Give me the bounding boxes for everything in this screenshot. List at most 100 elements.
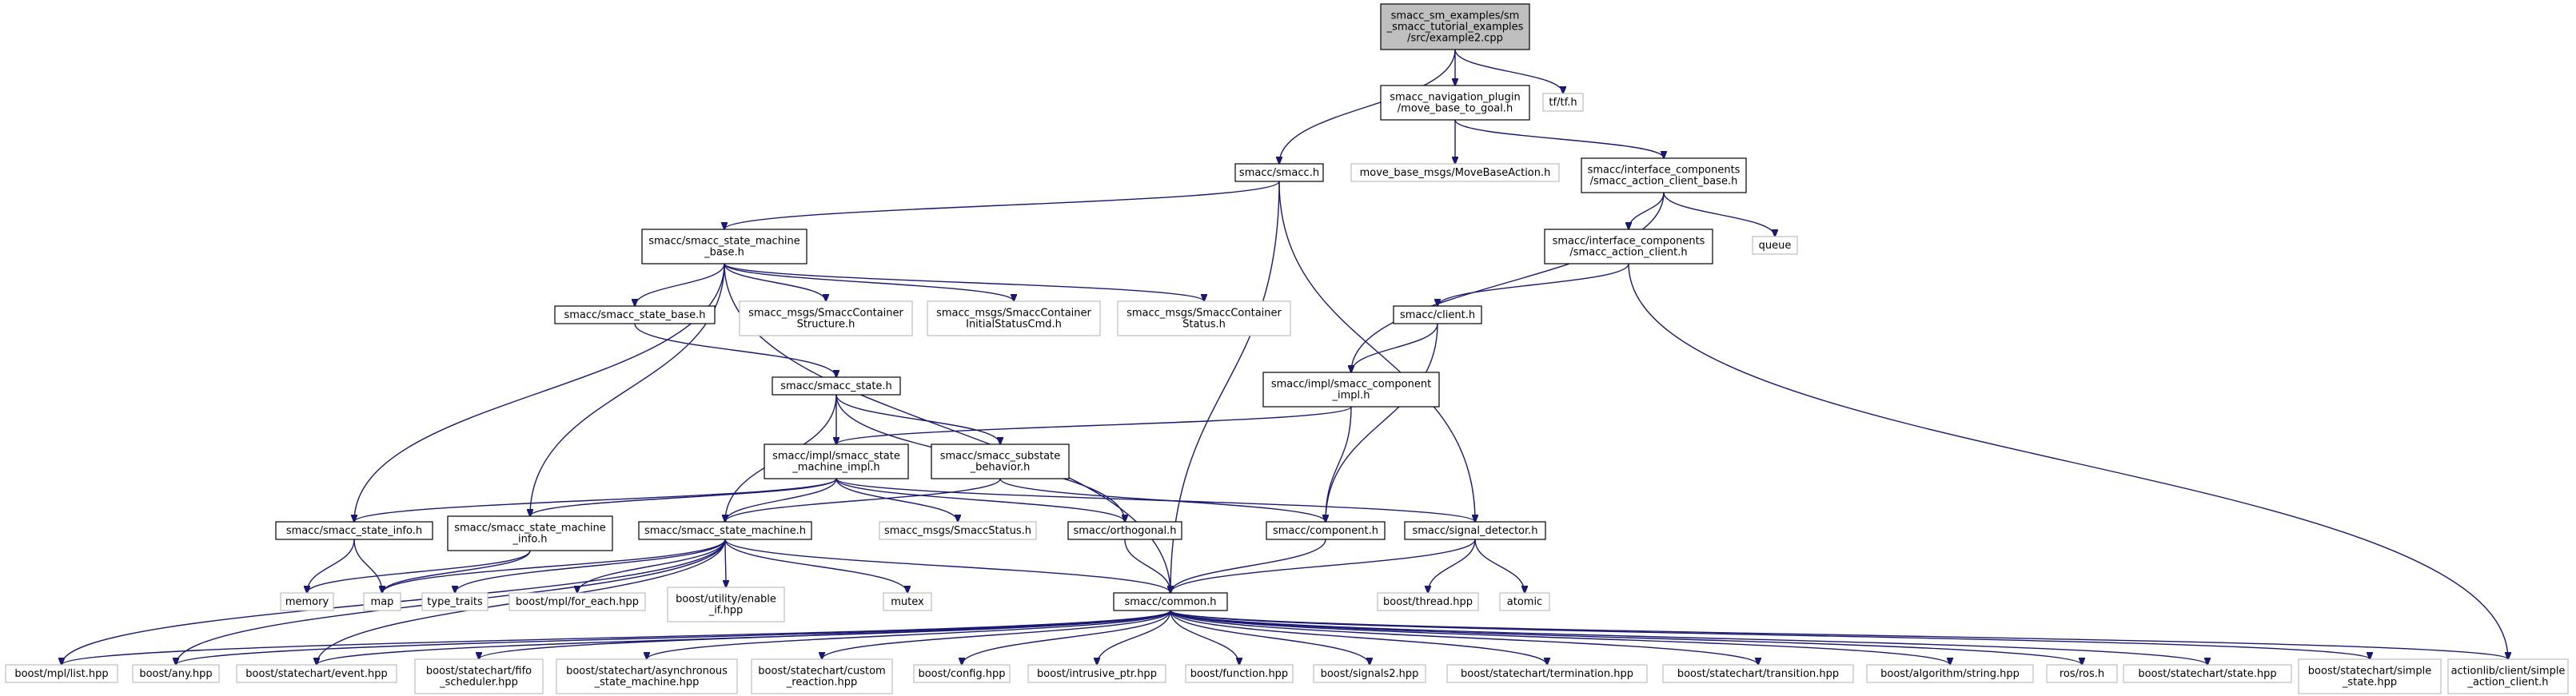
node-sm_base[interactable]: smacc/smacc_state_machine_base.h xyxy=(641,229,807,264)
edge-sm_base-to-state_base xyxy=(635,263,725,306)
node-label: boost/statechart/custom xyxy=(758,666,885,678)
edge-common_h-to-simple_state xyxy=(1170,610,2370,659)
node-async: boost/statechart/asynchronous_state_mach… xyxy=(556,658,738,694)
node-label: mutex xyxy=(891,596,924,608)
node-label: smacc/client.h xyxy=(1400,309,1475,321)
node-sm_h[interactable]: smacc/smacc_state_machine.h xyxy=(638,521,812,540)
node-box xyxy=(1393,305,1482,324)
node-box xyxy=(772,376,901,396)
node-fifo: boost/statechart/fifo_scheduler.hpp xyxy=(414,658,544,694)
edge-substate-to-component_h xyxy=(999,478,1326,522)
node-box xyxy=(764,443,909,479)
edge-common_h-to-transition xyxy=(1170,610,1758,665)
node-box xyxy=(913,664,1011,683)
node-move_base_to_goal[interactable]: smacc_navigation_plugin/move_base_to_goa… xyxy=(1380,85,1530,121)
node-smacc_h[interactable]: smacc/smacc.h xyxy=(1234,163,1324,182)
edge-component_impl-to-sm_impl xyxy=(836,406,1352,444)
node-label: _machine_impl.h xyxy=(792,462,879,474)
node-label: _behavior.h xyxy=(970,462,1031,474)
node-orthogonal[interactable]: smacc/orthogonal.h xyxy=(1067,521,1182,540)
node-label: boost/utility/enable xyxy=(676,594,776,606)
node-list: boost/mpl/list.hpp xyxy=(5,664,118,683)
node-sm_impl[interactable]: smacc/impl/smacc_state_machine_impl.h xyxy=(764,443,909,479)
node-action_client_base[interactable]: smacc/interface_components/smacc_action_… xyxy=(1581,157,1747,193)
edge-orthogonal-to-common_h xyxy=(1124,539,1170,593)
node-enable_if: boost/utility/enable_if.hpp xyxy=(667,587,785,622)
node-move_base_action: move_base_msgs/MoveBaseAction.h xyxy=(1350,163,1560,182)
node-box xyxy=(1542,93,1584,112)
edge-sm_base-to-container_structure xyxy=(724,263,826,301)
node-state_base[interactable]: smacc/smacc_state_base.h xyxy=(554,305,716,324)
edge-state_info-to-memory xyxy=(307,539,355,593)
node-component_impl[interactable]: smacc/impl/smacc_component_impl.h xyxy=(1262,372,1440,408)
node-label: boost/config.hpp xyxy=(918,668,1005,680)
node-label: smacc/interface_components xyxy=(1588,165,1741,177)
node-state_info[interactable]: smacc/smacc_state_info.h xyxy=(275,521,433,540)
node-sm_info[interactable]: smacc/smacc_state_machine_info.h xyxy=(447,515,613,551)
edge-action_client-to-client_h xyxy=(1438,263,1629,306)
node-simple_action_client: actionlib/client/simple_action_client.h xyxy=(2447,658,2569,694)
node-simple_state: boost/statechart/simple_state.hpp xyxy=(2298,658,2442,694)
node-box xyxy=(1866,664,2034,683)
node-thread: boost/thread.hpp xyxy=(1377,592,1479,611)
node-box xyxy=(1113,592,1228,611)
node-common_h[interactable]: smacc/common.h xyxy=(1113,592,1228,611)
node-string: boost/algorithm/string.hpp xyxy=(1866,664,2034,683)
node-config: boost/config.hpp xyxy=(913,664,1011,683)
node-label: smacc/smacc_state_machine xyxy=(648,236,800,248)
node-box xyxy=(883,592,932,611)
node-box xyxy=(132,664,220,683)
edge-sm_impl-to-sm_h xyxy=(725,478,837,522)
node-smacc_status: smacc_msgs/SmaccStatus.h xyxy=(879,521,1037,540)
node-label: _state_machine.hpp xyxy=(594,677,700,689)
node-type_traits: type_traits xyxy=(421,592,488,611)
node-substate[interactable]: smacc/smacc_substate_behavior.h xyxy=(931,443,1070,479)
node-box xyxy=(1499,592,1550,611)
edge-example2-to-smacc_h xyxy=(1279,49,1456,164)
edge-action_client_base-to-action_client xyxy=(1629,192,1665,229)
edge-move_base_to_goal-to-action_client_base xyxy=(1454,119,1664,158)
node-action_client[interactable]: smacc/interface_components/smacc_action_… xyxy=(1544,229,1713,264)
node-box xyxy=(1027,664,1166,683)
node-label: boost/function.hpp xyxy=(1190,668,1288,680)
node-label: boost/statechart/transition.hpp xyxy=(1677,668,1839,680)
node-box xyxy=(1446,664,1648,683)
node-memory: memory xyxy=(280,592,334,611)
node-client_h[interactable]: smacc/client.h xyxy=(1393,305,1482,324)
node-box xyxy=(879,521,1037,540)
node-signal_detector[interactable]: smacc/signal_detector.h xyxy=(1404,521,1546,540)
node-label: tf/tf.h xyxy=(1549,97,1577,109)
node-box xyxy=(641,229,807,264)
edge-common_h-to-async xyxy=(647,610,1171,659)
node-box xyxy=(751,658,893,694)
edge-client_h-to-component_h xyxy=(1326,323,1438,522)
node-box xyxy=(1350,163,1560,182)
edge-sm_info-to-memory xyxy=(307,550,531,593)
edge-sm_h-to-type_traits xyxy=(455,539,726,593)
node-label: smacc/signal_detector.h xyxy=(1412,525,1537,537)
node-box xyxy=(275,521,433,540)
node-label: smacc/smacc_state_base.h xyxy=(564,309,705,321)
node-box xyxy=(1662,664,1854,683)
node-box xyxy=(1117,300,1291,336)
node-label: boost/mpl/list.hpp xyxy=(14,668,108,680)
node-box xyxy=(236,664,397,683)
node-box xyxy=(556,658,738,694)
edge-common_h-to-ros xyxy=(1170,610,2082,665)
node-label: smacc_navigation_plugin xyxy=(1390,92,1521,104)
node-queue: queue xyxy=(1752,236,1798,255)
node-label: /smacc_action_client_base.h xyxy=(1590,176,1738,188)
node-label: smacc/smacc_state_info.h xyxy=(286,525,422,537)
node-for_each: boost/mpl/for_each.hpp xyxy=(508,592,646,611)
node-label: _impl.h xyxy=(1331,390,1370,402)
node-box xyxy=(739,300,913,336)
node-box xyxy=(1377,592,1479,611)
node-box xyxy=(1581,157,1747,193)
node-label: smacc/smacc_state_machine xyxy=(454,523,606,535)
node-label: smacc/impl/smacc_state xyxy=(772,451,900,463)
node-state_h[interactable]: smacc/smacc_state.h xyxy=(772,376,901,396)
node-component_h[interactable]: smacc/component.h xyxy=(1266,521,1386,540)
node-box xyxy=(363,592,401,611)
node-label: /src/example2.cpp xyxy=(1407,33,1503,45)
